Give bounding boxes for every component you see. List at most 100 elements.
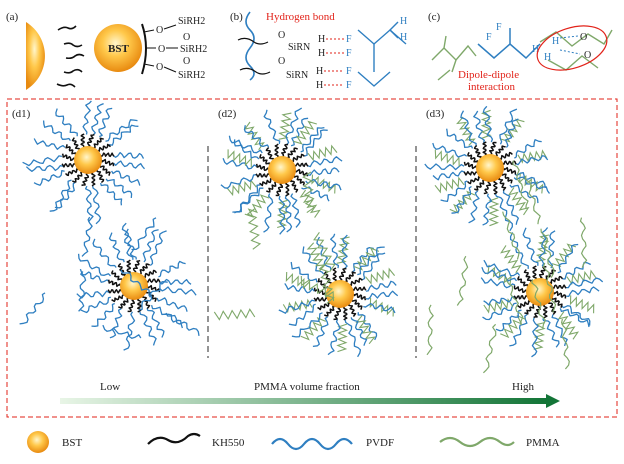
h-atom: H bbox=[544, 52, 551, 63]
kh550-chain bbox=[287, 147, 298, 159]
pmma-chain bbox=[500, 314, 526, 339]
pvdf-chain bbox=[33, 138, 66, 150]
kh550-chain bbox=[132, 259, 141, 273]
kh550-chain bbox=[142, 296, 151, 309]
pvdf-backbone-b bbox=[357, 21, 407, 87]
pmma-chain bbox=[505, 277, 524, 325]
pvdf-chain bbox=[290, 261, 318, 283]
pvdf-chain bbox=[80, 296, 111, 314]
pmma-chain bbox=[299, 189, 321, 218]
pvdf-chain bbox=[451, 185, 472, 214]
pmma-chain bbox=[483, 298, 514, 314]
pvdf-chain bbox=[551, 314, 568, 347]
pvdf-chain bbox=[483, 295, 515, 306]
kh550-chain bbox=[333, 307, 342, 321]
kh550-chain bbox=[107, 289, 122, 294]
pmma-chain bbox=[531, 279, 546, 329]
pmma-chain bbox=[524, 175, 541, 225]
kh550-chain bbox=[61, 163, 76, 168]
kh550-chain bbox=[118, 297, 129, 309]
kh550-chains-b bbox=[237, 37, 271, 75]
kh550-chain bbox=[281, 143, 289, 157]
kh550-chain bbox=[285, 182, 290, 197]
kh550-chain bbox=[144, 269, 158, 278]
pvdf-chain bbox=[84, 185, 94, 223]
kh550-chain bbox=[265, 146, 275, 160]
pmma-chain bbox=[369, 297, 394, 317]
pmma-chain bbox=[227, 149, 252, 168]
pmma-chain bbox=[551, 243, 577, 268]
pvdf-chain bbox=[111, 170, 141, 186]
pmma-chain bbox=[246, 208, 262, 250]
pvdf-chain bbox=[468, 190, 480, 224]
bst-label-a: BST bbox=[108, 43, 129, 55]
hydrogen-bond-lines bbox=[324, 38, 344, 86]
kh550-chain bbox=[275, 183, 284, 197]
kh550-chain bbox=[342, 306, 348, 321]
pvdf-chain bbox=[158, 260, 186, 278]
pvdf-chain bbox=[290, 117, 309, 147]
pvdf-chain bbox=[77, 253, 111, 277]
pmma-chain bbox=[318, 262, 335, 305]
kh550-chain bbox=[111, 270, 123, 281]
f-atom: F bbox=[346, 80, 352, 91]
pvdf-chain bbox=[302, 246, 325, 275]
kh550-chain bbox=[532, 265, 538, 280]
pvdf-chain bbox=[102, 324, 142, 339]
kh550-chain bbox=[81, 173, 90, 187]
pvdf-chain bbox=[495, 309, 522, 332]
arrow-shaft bbox=[60, 398, 546, 404]
f-atom: F bbox=[346, 48, 352, 59]
o-atom: O bbox=[183, 32, 190, 43]
kh550-chain bbox=[503, 166, 517, 175]
pvdf-chain bbox=[22, 155, 63, 167]
pvdf-chain bbox=[98, 107, 113, 138]
panel-d3-label: (d3) bbox=[426, 108, 445, 120]
arrow-high-label: High bbox=[512, 381, 535, 393]
pvdf-chain bbox=[112, 151, 145, 159]
pmma-chain bbox=[456, 255, 469, 306]
bst-particle bbox=[120, 272, 148, 300]
pvdf-chain bbox=[138, 280, 168, 311]
pvdf-chain bbox=[357, 312, 378, 341]
hydrogen-bond-title: Hydrogen bond bbox=[266, 11, 335, 23]
o-atom: O bbox=[156, 62, 163, 73]
kh550-chain bbox=[502, 160, 517, 166]
o-atom: O bbox=[158, 44, 165, 55]
pvdf-chain bbox=[142, 229, 159, 263]
pmma-chain bbox=[500, 118, 525, 143]
o-atom: O bbox=[278, 30, 285, 41]
kh550-chain bbox=[313, 296, 328, 302]
pvdf-chain bbox=[432, 142, 468, 158]
kh550-chain bbox=[348, 303, 357, 317]
arrow-low-label: Low bbox=[100, 381, 120, 393]
legend-pmma-swatch bbox=[439, 436, 515, 448]
h-atom: H bbox=[532, 44, 539, 55]
pvdf-chain bbox=[316, 236, 332, 270]
dipole-title-line1: Dipole-dipole bbox=[458, 69, 519, 81]
oxygen-links-a: O O O O O bbox=[143, 24, 190, 73]
sirn-group: SiRN bbox=[286, 70, 308, 81]
kh550-chain bbox=[255, 172, 270, 178]
pvdf-chain bbox=[288, 303, 316, 326]
pvdf-chain bbox=[159, 286, 197, 296]
pvdf-chain bbox=[290, 193, 301, 228]
pvdf-chain bbox=[284, 283, 315, 294]
h-atom: H bbox=[400, 32, 407, 43]
kh550-chain bbox=[553, 290, 567, 299]
kh550-chain bbox=[100, 152, 115, 158]
pmma-chain bbox=[512, 160, 529, 210]
pvdf-chain bbox=[515, 155, 549, 166]
pvdf-chain bbox=[312, 316, 329, 348]
kh550-chain bbox=[542, 304, 548, 319]
pvdf-chain bbox=[300, 126, 325, 153]
kh550-chain bbox=[293, 175, 305, 186]
half-bst-particle bbox=[26, 22, 45, 90]
pmma-chain bbox=[307, 144, 338, 162]
pvdf-chain bbox=[547, 230, 556, 269]
panel-b: (b) Hydrogen bond O SiRN O SiRN H H H H … bbox=[230, 11, 407, 91]
pvdf-chain bbox=[113, 160, 145, 170]
kh550-chain bbox=[274, 143, 280, 158]
kh550-chain bbox=[107, 279, 121, 288]
o-atom: O bbox=[580, 32, 587, 43]
